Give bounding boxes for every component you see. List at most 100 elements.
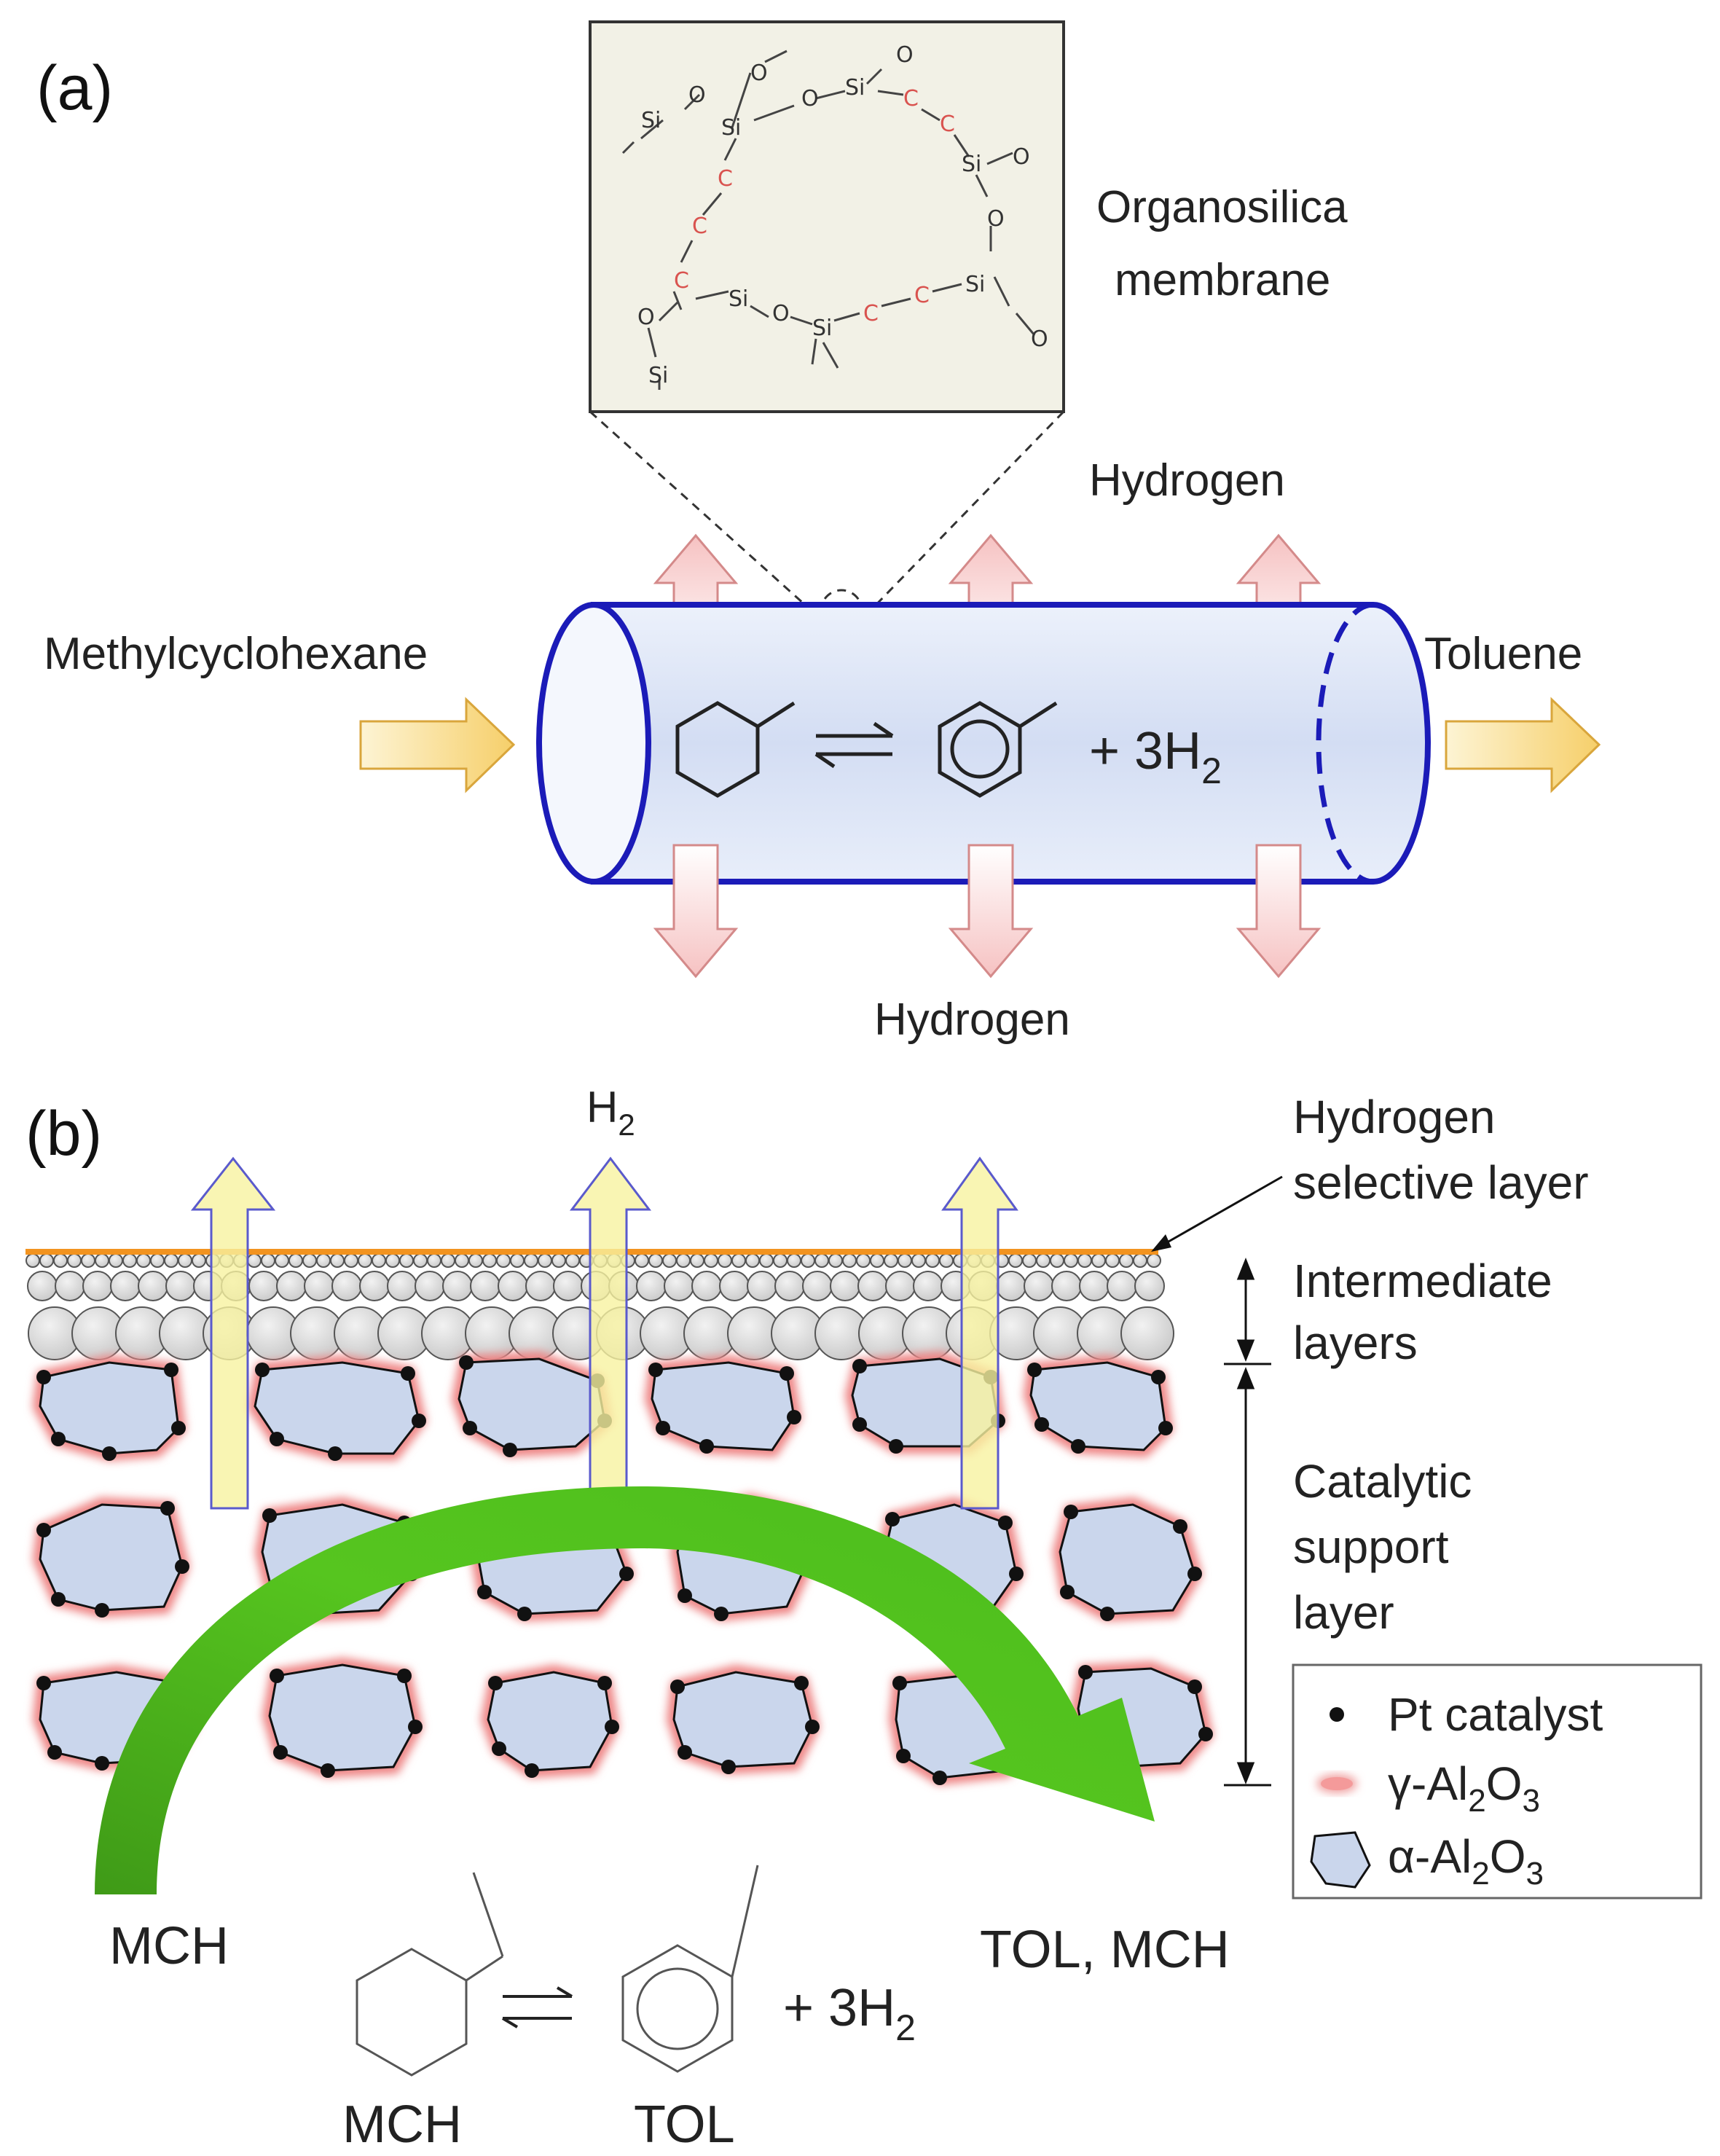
atom: C (718, 166, 733, 192)
selective-label-line2: selective layer (1293, 1156, 1589, 1209)
pt-catalyst-particle (780, 1366, 794, 1381)
layer-particle (884, 1253, 898, 1268)
layer-particle (773, 1253, 788, 1268)
alpha-alumina-grain (268, 1663, 417, 1772)
layer-particle (110, 1271, 141, 1301)
mch-structure-label: MCH (342, 2096, 462, 2154)
pt-catalyst-particle (525, 1763, 539, 1778)
membrane-label-line2: membrane (1115, 255, 1330, 305)
layer-particle (553, 1271, 584, 1301)
layer-particle (814, 1253, 829, 1268)
atom: C (863, 301, 879, 326)
atom: Si (845, 75, 865, 101)
pt-catalyst-particle (605, 1720, 619, 1734)
layer-particle (122, 1253, 137, 1268)
pt-catalyst-particle (805, 1720, 820, 1734)
feed-label: Methylcyclohexane (44, 629, 428, 679)
atom: Si (962, 152, 981, 177)
layer-particle (344, 1253, 358, 1268)
layer-particle (635, 1253, 649, 1268)
layer-particle (81, 1253, 95, 1268)
atom: O (688, 82, 706, 108)
layer-particle (304, 1271, 334, 1301)
layer-particle (275, 1253, 289, 1268)
h2-up-arrow (941, 1156, 1018, 1510)
atom: C (914, 283, 930, 308)
layer-particle (482, 1253, 497, 1268)
pt-catalyst-particle (36, 1370, 51, 1384)
layer-particle (470, 1271, 500, 1301)
alpha-alumina-grain (1059, 1503, 1196, 1615)
layer-particle (704, 1253, 718, 1268)
pt-catalyst-particle (164, 1363, 178, 1377)
membrane-tube (536, 602, 1431, 885)
layer-particle (95, 1253, 109, 1268)
pt-catalyst-particle (51, 1432, 66, 1446)
pt-catalyst-particle (998, 1516, 1013, 1530)
panel-a-label: (a) (36, 53, 113, 123)
pt-catalyst-particle (412, 1414, 426, 1428)
atom: C (940, 111, 955, 137)
bottom-reaction (356, 1865, 759, 2077)
layer-particle (358, 1253, 372, 1268)
h2-arrows (190, 1156, 1018, 1510)
layer-particle (455, 1253, 469, 1268)
legend-alpha-label: α-Al2O3 (1388, 1830, 1544, 1892)
layer-particle (510, 1253, 525, 1268)
pt-catalyst-particle (1009, 1567, 1024, 1581)
layer-particle (1050, 1253, 1064, 1268)
pt-catalyst-particle (1187, 1679, 1202, 1694)
atom: Si (721, 115, 741, 141)
legend-pt-label: Pt catalyst (1388, 1688, 1603, 1741)
pt-catalyst-particle (1064, 1505, 1078, 1519)
layer-particle (316, 1253, 331, 1268)
tube-reaction-product: + 3H2 (1089, 722, 1222, 791)
pt-catalyst-particle (408, 1720, 423, 1734)
layer-particle (1147, 1253, 1161, 1268)
layer-particle (441, 1253, 455, 1268)
layer-particle (731, 1253, 746, 1268)
structure-bonds (621, 50, 1036, 390)
pt-catalyst-particle (648, 1363, 663, 1377)
layer-particle (787, 1253, 801, 1268)
layer-particle (676, 1253, 691, 1268)
layer-particle (1024, 1271, 1054, 1301)
bottom-reaction-product: + 3H2 (783, 1979, 916, 2048)
layer-particle (830, 1271, 860, 1301)
pt-catalyst-particle (678, 1588, 692, 1603)
layer-particle (53, 1253, 68, 1268)
structure-atoms: Si O O Si O Si O C C Si O O C C C O Si O… (637, 42, 1048, 388)
legend-gamma-label: γ-Al2O3 (1388, 1757, 1540, 1819)
pt-catalyst-particle (36, 1523, 51, 1537)
atom: O (750, 60, 768, 86)
layer-particle (67, 1253, 82, 1268)
atom: Si (641, 108, 661, 133)
pt-catalyst-particle (889, 1439, 903, 1454)
layer-particle (524, 1253, 538, 1268)
selective-pointer (1158, 1175, 1283, 1249)
h2-up-arrow (569, 1156, 652, 1510)
layer-particle (898, 1253, 912, 1268)
tube-reaction (675, 701, 1058, 798)
layer-particle (136, 1253, 151, 1268)
layer-particle (1036, 1253, 1051, 1268)
layer-particle (636, 1271, 667, 1301)
atom: O (987, 206, 1005, 232)
pt-catalyst-particle (852, 1417, 867, 1432)
layer-bracket (1224, 1257, 1271, 1787)
product-arrow (1445, 697, 1601, 793)
pt-catalyst-particle (36, 1676, 51, 1690)
pt-catalyst-particle (401, 1366, 415, 1381)
pt-catalyst-particle (270, 1432, 284, 1446)
pt-catalyst-particle (885, 1512, 900, 1526)
layer-particle (648, 1253, 663, 1268)
layer-particle (525, 1271, 556, 1301)
layer-particle (690, 1253, 704, 1268)
layer-particle (925, 1253, 940, 1268)
pt-catalyst-particle (619, 1567, 634, 1581)
layer-particle (870, 1253, 884, 1268)
pt-catalyst-particle (1187, 1567, 1202, 1581)
layer-particle (939, 1253, 954, 1268)
layer-particle (911, 1253, 926, 1268)
layer-particle (1079, 1271, 1110, 1301)
